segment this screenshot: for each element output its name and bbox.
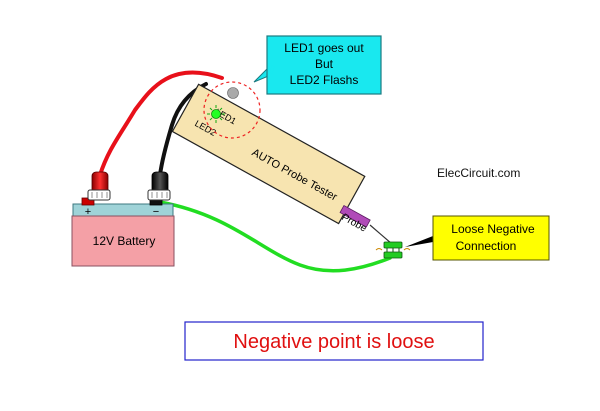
caption-box: Negative point is loose	[184, 321, 484, 361]
led1-indicator	[227, 87, 239, 99]
loose-connection-callout: Loose Negative Connection	[432, 215, 550, 261]
loose-callout-line2: Connection	[456, 239, 517, 253]
red-wire	[98, 70, 224, 177]
loose-callout-pointer	[405, 236, 433, 247]
led-status-line2: But	[315, 57, 334, 71]
led-status-callout: LED1 goes out But LED2 Flashs	[253, 35, 382, 95]
probe-tester: AUTO Probe Tester LED1 LED2	[171, 83, 366, 225]
led-highlight-circle	[203, 81, 261, 139]
watermark: ElecCircuit.com	[437, 166, 520, 180]
led2-indicator	[207, 105, 225, 123]
led-status-line1: LED1 goes out	[284, 41, 364, 55]
green-ground-wire	[158, 200, 392, 273]
black-wire	[158, 82, 208, 177]
led-status-line3: LED2 Flashs	[290, 73, 359, 87]
black-clip	[147, 171, 171, 201]
battery: + − 12V Battery	[71, 203, 175, 267]
probe-tip	[339, 204, 371, 228]
battery-negative-symbol: −	[153, 206, 159, 218]
battery-positive-symbol: +	[85, 206, 91, 218]
battery-body	[71, 215, 175, 267]
red-clip	[87, 171, 111, 201]
battery-label: 12V Battery	[93, 234, 156, 248]
probe-needle	[369, 224, 393, 245]
caption-text: Negative point is loose	[233, 331, 434, 353]
loose-connector	[375, 241, 411, 259]
loose-callout-line1: Loose Negative	[451, 222, 535, 236]
